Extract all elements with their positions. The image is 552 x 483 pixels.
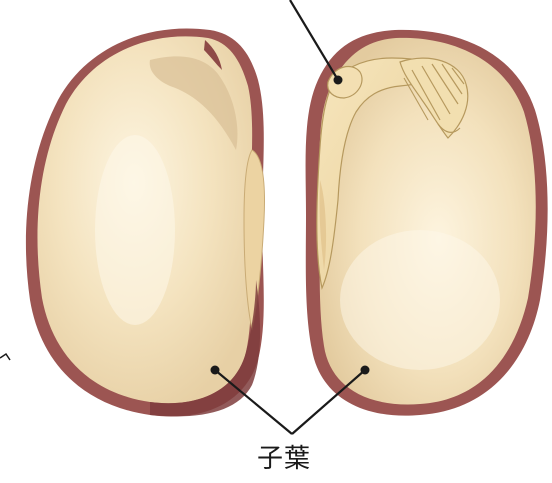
edge-mark [0,354,10,360]
right-cotyledon [306,30,548,416]
leader-dot-right-cotyledon [361,366,370,375]
left-cotyledon [26,28,265,416]
right-highlight [340,230,500,370]
leader-dot-left-cotyledon [211,366,220,375]
leader-line-embryo [290,0,338,80]
cotyledon-label: 子葉 [257,446,311,472]
left-highlight [95,135,175,325]
leader-dot-embryo [334,76,343,85]
